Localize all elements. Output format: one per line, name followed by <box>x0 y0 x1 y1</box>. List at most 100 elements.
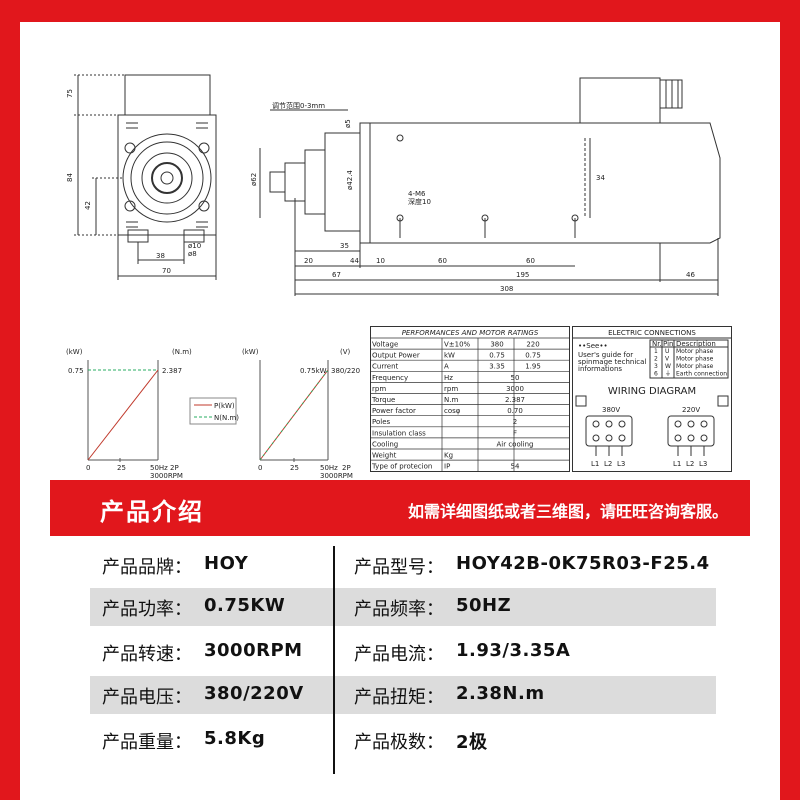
electric-title: ELECTRIC CONNECTIONS <box>608 329 696 337</box>
note-adjust-range: 调节范围0-3mm <box>272 101 325 110</box>
perf-param: Insulation class <box>372 429 426 437</box>
note-d5: ø5 <box>344 119 352 128</box>
pin-cell: 6 <box>654 371 658 378</box>
spec-label: 产品品牌： <box>102 557 192 578</box>
spec-label: 产品功率： <box>102 599 192 620</box>
x-sub-rpm: 3000RPM <box>320 472 353 480</box>
dim-d8: ø8 <box>188 250 197 258</box>
guide-line-3: informations <box>578 365 622 373</box>
legend-n: N(N.m) <box>214 414 239 422</box>
dim-60b: 60 <box>526 257 535 265</box>
perf-param: Voltage <box>372 341 398 349</box>
intro-title: 产品介绍 <box>100 498 204 526</box>
intro-note: 如需详细图纸或者三维图，请旺旺咨询客服。 <box>407 502 728 521</box>
electric-connections: ELECTRIC CONNECTIONS ••See•• User's guid… <box>572 326 732 472</box>
perf-cell: N.m <box>444 396 458 404</box>
perf-param: Poles <box>372 418 391 426</box>
spec-value: 380/220V <box>204 683 304 704</box>
dim-34: 34 <box>596 174 605 182</box>
guide-line-2: spinmage technical <box>578 358 646 366</box>
x-sub-rpm: 3000RPM <box>150 472 183 480</box>
dim-d10: ø10 <box>188 242 201 250</box>
perf-param: Type of protecion <box>371 463 432 471</box>
checkbox-icon <box>575 395 587 407</box>
perf-cell: kW <box>444 352 455 360</box>
perf-param: Power factor <box>372 407 416 415</box>
perf-cell: Air cooling <box>496 440 533 448</box>
spec-value: 2.38N.m <box>456 683 545 704</box>
y-unit-left: (kW) <box>66 348 83 356</box>
perf-cell: 50 <box>511 374 520 382</box>
dim-195: 195 <box>516 271 529 279</box>
x-tick-25: 25 <box>290 464 299 472</box>
line-l3-a: L3 <box>617 460 625 468</box>
spec-label: 产品型号： <box>354 557 444 578</box>
perf-param: Current <box>372 363 399 371</box>
spec-label: 产品电流： <box>354 644 444 665</box>
power-torque-chart: (kW) (N.m) 0.75 2.387 0 25 50Hz 2P 3000R… <box>66 348 239 480</box>
pin-cell: 1 <box>654 348 658 355</box>
pin-cell: Motor phase <box>676 363 714 370</box>
spec-value: 0.75KW <box>204 595 286 616</box>
x-tick-50: 50Hz <box>320 464 338 472</box>
spec-value: 3000RPM <box>204 640 303 661</box>
perf-cell: Hz <box>444 374 453 382</box>
motor-body-side-outline <box>359 122 721 244</box>
perf-cell: 0.75 <box>489 352 505 360</box>
spec-label: 产品扭矩： <box>354 687 444 708</box>
power-voltage-chart: (kW) (V) 0.75kW 380/220 0 25 50Hz 2P 300… <box>242 348 360 480</box>
pin-cell: ⏚ <box>665 371 671 378</box>
y-unit-right: (V) <box>340 348 351 356</box>
perf-cell: 1.95 <box>525 363 541 371</box>
flange-outer-circle <box>122 133 212 223</box>
perf-cell: IP <box>444 463 450 471</box>
y-unit-right: (N.m) <box>172 348 192 356</box>
pin-cell: W <box>665 363 671 370</box>
guide-line-1: User's guide for <box>578 351 633 359</box>
pin-cell: Motor phase <box>676 348 714 355</box>
dim-70: 70 <box>162 267 171 275</box>
dim-44: 44 <box>350 257 359 265</box>
perf-cell: 0.70 <box>507 407 523 415</box>
spec-row-power: 产品功率： 0.75KW 产品频率： 50HZ <box>90 588 716 626</box>
chart-legend: P(kW) N(N.m) <box>189 397 239 425</box>
perf-cell: cosφ <box>444 407 461 415</box>
dim-84: 84 <box>66 173 74 182</box>
perf-cell: 220 <box>526 341 539 349</box>
perf-cell: 0.75 <box>525 352 541 360</box>
line-l2-a: L2 <box>604 460 612 468</box>
spec-label: 产品电压： <box>102 687 192 708</box>
spec-value: HOY42B-0K75R03-F25.4 <box>456 553 710 574</box>
voltage-220: 220V <box>682 406 700 414</box>
pin-cell: 2 <box>654 356 658 363</box>
x-tick-25: 25 <box>117 464 126 472</box>
pin-cell: 3 <box>654 363 658 370</box>
pin-cell: U <box>665 348 669 355</box>
side-junction-box <box>579 77 661 124</box>
perf-cell: V±10% <box>444 341 471 349</box>
dim-20: 20 <box>304 257 313 265</box>
dim-308: 308 <box>500 285 513 293</box>
x-tick-50: 50Hz <box>150 464 168 472</box>
spec-label: 产品频率： <box>354 599 444 620</box>
note-hole: 4-M6 <box>408 190 426 198</box>
perf-cell: A <box>444 363 449 371</box>
dim-35: 35 <box>340 242 349 250</box>
dim-67: 67 <box>332 271 341 279</box>
product-intro-bar: 产品介绍 如需详细图纸或者三维图，请旺旺咨询客服。 <box>50 480 750 536</box>
line-l1-b: L1 <box>673 460 681 468</box>
note-depth: 深度10 <box>408 197 431 206</box>
legend-p: P(kW) <box>214 402 235 410</box>
line-l1-a: L1 <box>591 460 599 468</box>
perf-cell: 2.387 <box>505 396 525 404</box>
spec-row-weight: 产品重量： 5.8Kg 产品极数： 2极 <box>90 721 716 759</box>
dim-60a: 60 <box>438 257 447 265</box>
perf-cell: 54 <box>511 463 520 471</box>
spec-value: 5.8Kg <box>204 728 266 749</box>
spec-column-divider <box>333 546 335 774</box>
pin-head-desc: Description <box>676 340 716 348</box>
